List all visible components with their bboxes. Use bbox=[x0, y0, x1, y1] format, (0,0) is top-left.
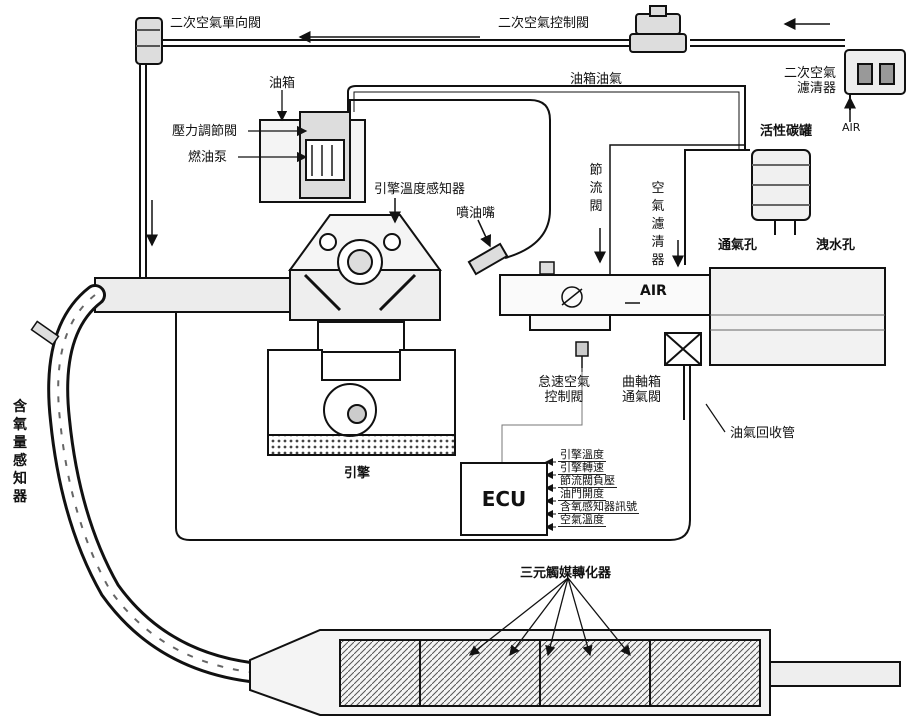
exhaust-pipe-shade bbox=[58, 295, 250, 672]
ecu-title: ECU bbox=[482, 487, 527, 511]
air-intake-label: AIR bbox=[640, 284, 667, 299]
secondary-air-filter-shape bbox=[845, 50, 905, 110]
pcv-valve-shape bbox=[665, 333, 701, 365]
secondary-control-valve-label: 二次空氣控制閥 bbox=[498, 16, 589, 31]
secondary-check-valve-label: 二次空氣單向閥 bbox=[170, 16, 261, 31]
vapor-return-leader bbox=[706, 404, 725, 432]
ecu-input-air-temp: 空氣溫度 bbox=[558, 514, 606, 527]
control-valve-shape bbox=[630, 6, 686, 52]
charcoal-canister-label: 活性碳罐 bbox=[760, 124, 812, 139]
vent-hole-label: 通氣孔 bbox=[718, 238, 757, 253]
charcoal-canister-shape bbox=[752, 150, 810, 235]
engine-temp-sensor-label: 引擎溫度感知器 bbox=[374, 182, 465, 197]
idle-air-valve-label: 怠速空氣 控制閥 bbox=[538, 375, 590, 405]
vapor-return-hose bbox=[684, 365, 690, 420]
tank-vapor-label: 油箱油氣 bbox=[570, 72, 622, 87]
vapor-return-label: 油氣回收管 bbox=[730, 426, 795, 441]
injector-shape bbox=[469, 244, 507, 274]
oxygen-sensor-label: 含氧量感知器 bbox=[12, 398, 28, 506]
engine-shape bbox=[268, 215, 455, 455]
catalytic-converter-shape bbox=[250, 630, 900, 715]
catalytic-converter-label: 三元觸媒轉化器 bbox=[520, 566, 611, 581]
pcv-valve-label: 曲軸箱 通氣閥 bbox=[622, 375, 661, 405]
fuel-tank-label: 油箱 bbox=[269, 76, 295, 91]
secondary-air-in-label: AIR bbox=[842, 120, 860, 135]
pressure-regulator-label: 壓力調節閥 bbox=[172, 124, 237, 139]
ecu-box: ECU bbox=[460, 462, 548, 536]
exhaust-pipe bbox=[58, 295, 250, 672]
exhaust-manifold bbox=[95, 278, 290, 312]
throttle-valve-label: 節流閥 bbox=[588, 162, 604, 216]
secondary-air-filter-label: 二次空氣 濾清器 bbox=[776, 66, 836, 96]
air-cleaner-label: 空氣濾清器 bbox=[650, 180, 666, 270]
manifold-cap bbox=[540, 262, 554, 274]
check-valve-shape bbox=[136, 18, 162, 64]
exhaust-pipe-inner bbox=[58, 295, 250, 672]
engine-label: 引擎 bbox=[344, 466, 370, 481]
drain-hole-label: 洩水孔 bbox=[816, 238, 855, 253]
fuel-pump-label: 燃油泵 bbox=[188, 150, 227, 165]
injector-label: 噴油嘴 bbox=[456, 206, 495, 221]
oxygen-sensor-shape bbox=[31, 321, 58, 344]
injector-arrow bbox=[478, 220, 490, 246]
tank-vapor-line bbox=[348, 86, 745, 150]
